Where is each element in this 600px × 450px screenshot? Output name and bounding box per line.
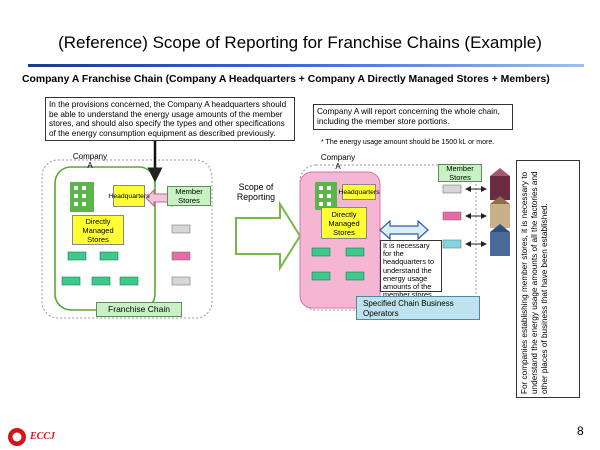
scope-arrow xyxy=(235,200,302,272)
franchise-chain-label: Franchise Chain xyxy=(96,302,182,317)
scope-of-reporting-label: Scope of Reporting xyxy=(236,182,276,202)
right-factory-arrows xyxy=(465,186,487,247)
left-store-icons xyxy=(61,251,139,286)
slide-title: (Reference) Scope of Reporting for Franc… xyxy=(58,33,542,52)
right-double-arrow xyxy=(379,219,429,241)
title-rule xyxy=(28,64,584,67)
right-store-icons xyxy=(311,247,365,281)
left-note: In the provisions concerned, the Company… xyxy=(45,97,295,141)
vertical-note-text: For companies establishing member stores… xyxy=(520,171,549,394)
right-member-icons xyxy=(442,184,462,249)
specified-chain-label: Specified Chain Business Operators xyxy=(356,296,480,320)
left-directly-managed-label: Directly Managed Stores xyxy=(72,215,124,245)
right-headquarters-label: Headquarters xyxy=(338,184,380,200)
vertical-note-box: For companies establishing member stores… xyxy=(516,160,580,398)
left-chain-dotted-frame xyxy=(41,159,213,319)
left-member-stores-label: Member Stores xyxy=(167,186,211,206)
left-member-icons xyxy=(171,224,191,286)
left-company-label: Company A xyxy=(72,152,108,170)
right-directly-managed-label: Directly Managed Stores xyxy=(321,207,367,239)
left-headquarters-label: Headquarters xyxy=(108,185,150,207)
energy-usage-note: * The energy usage amount should be 1500… xyxy=(321,139,495,146)
factory-icons xyxy=(490,168,510,256)
necessity-note: It is necessary for the headquarters to … xyxy=(380,240,442,299)
right-company-label: Company A xyxy=(320,153,356,171)
page-number: 8 xyxy=(577,424,584,438)
right-member-stores-label: Member Stores xyxy=(438,164,482,182)
left-hq-building-icon xyxy=(70,182,94,212)
slide-subtitle: Company A Franchise Chain (Company A Hea… xyxy=(22,74,550,85)
right-hq-building-icon xyxy=(315,182,337,210)
right-note: Company A will report concerning the who… xyxy=(313,104,513,130)
eccj-logo-text: ECCJ xyxy=(30,431,56,442)
eccj-logo-mark xyxy=(8,428,26,446)
